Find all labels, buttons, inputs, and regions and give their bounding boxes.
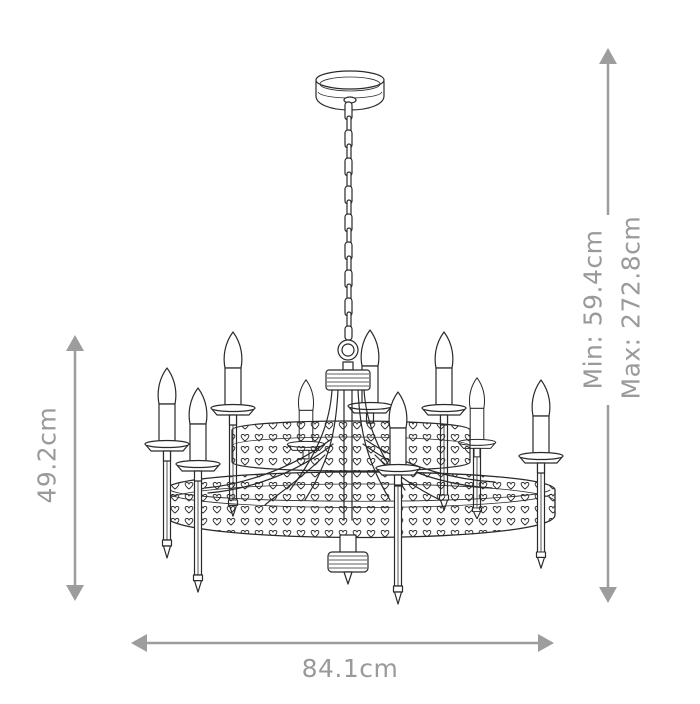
arrow-right-icon: [538, 634, 554, 652]
drop-min-label: Min: 59.4cm: [578, 229, 608, 390]
arrow-up-icon: [66, 335, 84, 351]
arrow-down-icon: [66, 585, 84, 601]
arrow-left-icon: [131, 634, 147, 652]
upper-ring: [231, 420, 471, 472]
width-dimension-line: [131, 634, 554, 652]
arrow-down-icon: [599, 587, 617, 603]
width-label: 84.1cm: [301, 654, 399, 683]
lower-ring: [164, 471, 556, 539]
height-dimension-line: [66, 335, 84, 601]
ceiling-canopy: [315, 70, 385, 111]
suspension-chain: [337, 101, 359, 361]
drop-dimension-line: [599, 48, 617, 603]
arrow-up-icon: [599, 48, 617, 64]
candle-front-right: [518, 379, 564, 569]
drop-max-label: Max: 272.8cm: [616, 215, 646, 400]
bottom-finial: [327, 534, 369, 585]
height-label: 49.2cm: [32, 406, 62, 504]
